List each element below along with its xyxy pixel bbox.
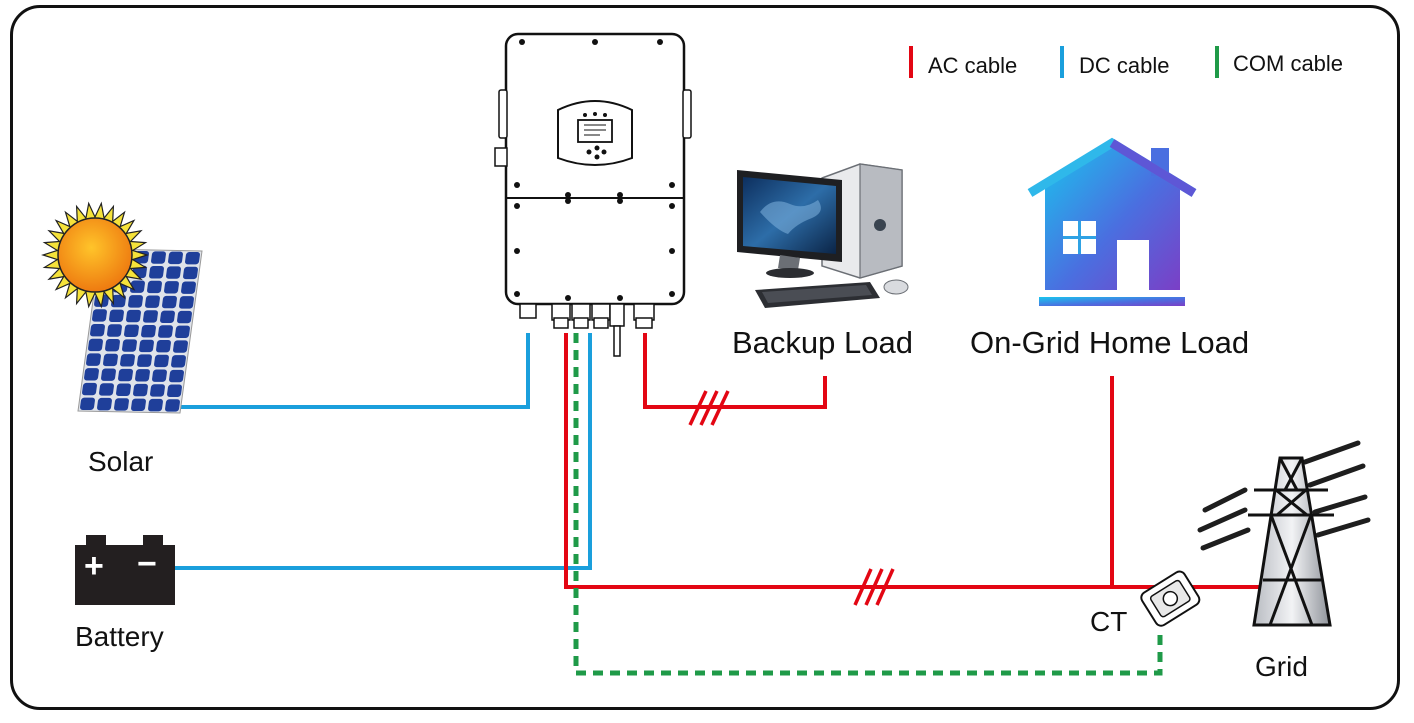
solar-cell [154, 354, 169, 368]
solar-cell [152, 369, 167, 382]
ac-cable-grid-bus [564, 333, 1262, 589]
solar-cell [107, 324, 122, 337]
solar-cell [171, 355, 186, 368]
solar-cell [173, 340, 188, 353]
solar-cell [103, 353, 118, 367]
solar-cell [158, 325, 173, 338]
solar-cell [137, 354, 152, 367]
solar-cell [168, 251, 183, 265]
house-icon [1027, 137, 1197, 306]
solar-cell [118, 368, 133, 382]
solar-cell [164, 281, 179, 294]
solar-cell [177, 310, 192, 324]
solar-cell [88, 338, 103, 352]
solar-cell [92, 309, 107, 322]
solar-cell [160, 310, 175, 323]
solar-cell [109, 309, 124, 322]
solar-cell [139, 339, 154, 353]
dc-cable-solar [175, 333, 530, 409]
com-cable [573, 333, 1163, 676]
solar-cell [151, 251, 166, 264]
solar-cell [82, 382, 97, 396]
solar-cell [166, 266, 181, 279]
solar-cell [90, 323, 105, 337]
three-phase-mark-grid [853, 568, 895, 606]
ct-clamp-icon [1140, 570, 1201, 627]
solar-cell [150, 384, 165, 397]
solar-cell [175, 325, 190, 339]
backup-load-label: Backup Load [732, 325, 913, 360]
solar-cell [181, 281, 196, 294]
solar-cell [124, 324, 139, 338]
solar-cell [169, 369, 184, 383]
solar-cell [80, 397, 95, 411]
legend-ac-label: AC cable [928, 53, 1018, 78]
home-load-label: On-Grid Home Load [970, 325, 1250, 360]
solar-cell [122, 339, 137, 352]
ac-cable-backup [643, 333, 827, 409]
solar-cell [97, 397, 112, 411]
battery-plus-sign: + [84, 547, 104, 585]
battery-icon [75, 535, 175, 605]
grid-label: Grid [1255, 651, 1308, 682]
solar-cell [101, 368, 116, 381]
solar-cell [167, 384, 182, 397]
solar-label: Solar [88, 446, 154, 477]
solar-cell [120, 354, 135, 367]
solar-cell [84, 368, 99, 381]
solar-cell [116, 383, 131, 396]
legend-com-label: COM cable [1233, 51, 1344, 76]
solar-cell [86, 353, 101, 366]
solar-cell [114, 398, 129, 411]
sun-icon [41, 201, 149, 309]
power-tower-icon [1197, 440, 1371, 627]
dc-cable-battery [175, 333, 592, 570]
inverter-icon [494, 32, 692, 357]
solar-cell [135, 369, 150, 382]
three-phase-mark-backup [688, 390, 730, 426]
solar-cell [99, 383, 114, 396]
solar-cell [145, 295, 160, 308]
solar-cell [105, 339, 120, 352]
solar-cell [143, 310, 158, 323]
solar-cell [183, 266, 198, 280]
solar-cell [156, 340, 171, 353]
legend-dc-label: DC cable [1079, 53, 1170, 78]
battery-minus-sign: − [137, 545, 157, 583]
computer-icon [737, 163, 909, 308]
solar-cell [179, 296, 194, 309]
solar-cell [165, 399, 180, 412]
solar-cell [141, 324, 156, 338]
battery-label: Battery [75, 621, 164, 652]
solar-cell [126, 309, 141, 323]
solar-cell [131, 398, 146, 412]
solar-cell [148, 398, 163, 412]
solar-cell [147, 280, 162, 294]
ct-label: CT [1090, 606, 1128, 637]
solar-cell [111, 294, 126, 308]
solar-cell [128, 295, 143, 308]
solar-panel-icon [77, 248, 203, 414]
solar-cell [149, 266, 164, 279]
solar-cell [162, 295, 177, 309]
solar-cell [133, 383, 148, 397]
diagram-frame [10, 5, 1400, 710]
solar-cell [185, 251, 200, 265]
